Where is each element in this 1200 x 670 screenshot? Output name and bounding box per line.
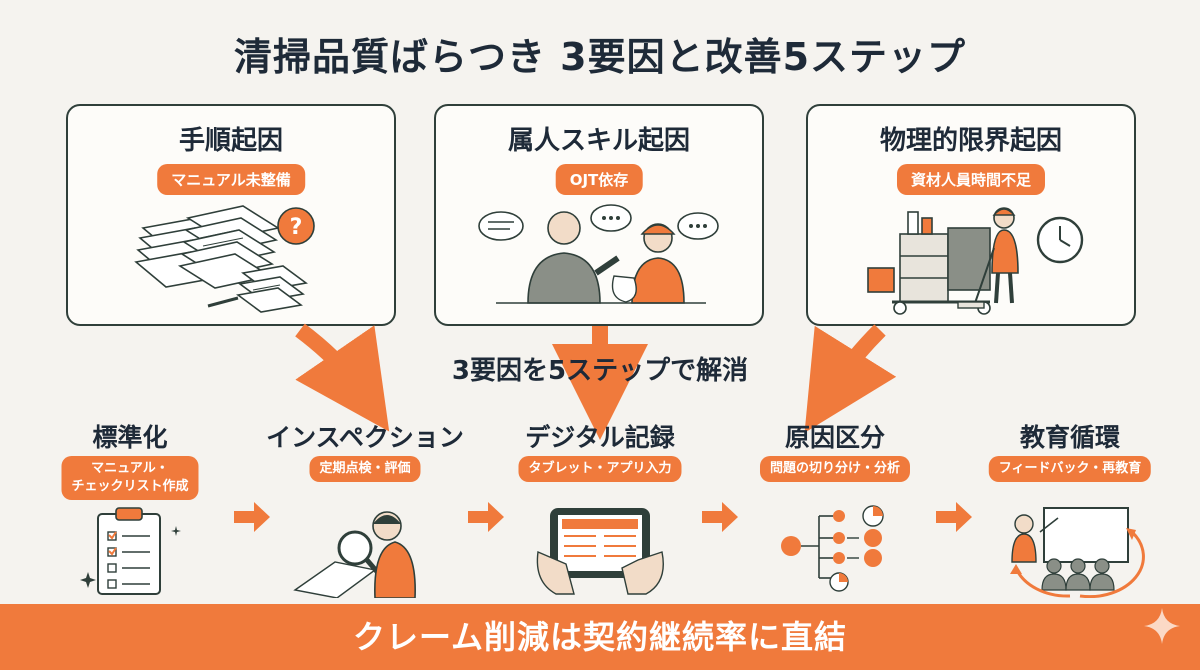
- step-tag: マニュアル・ チェックリスト作成: [61, 456, 199, 500]
- cause-tag: 資材人員時間不足: [896, 164, 1046, 195]
- analysis-tree-icon: [781, 505, 884, 592]
- flow-arrow-icon: [702, 502, 738, 532]
- footer-banner: クレーム削減は契約継続率に直結: [0, 604, 1200, 670]
- step-tag: 問題の切り分け・分析: [759, 456, 911, 482]
- clipboard-checklist-icon: [80, 507, 181, 595]
- cause-tag: OJT依存: [555, 164, 643, 195]
- step-tag: 定期点検・評価: [309, 456, 421, 482]
- step-tag: フィードバック・再教育: [988, 456, 1152, 482]
- workers-conversation-icon: [478, 204, 719, 304]
- flow-arrow-icon: [468, 502, 504, 532]
- cause-title: 手順起因: [178, 126, 283, 156]
- bridge-label: 3要因を5ステップで解消: [451, 356, 749, 386]
- step-cause-classification: 原因区分 問題の切り分け・分析: [725, 410, 945, 600]
- cleaning-cart-clock-icon: [867, 207, 1084, 315]
- svg-text:?: ?: [290, 215, 303, 240]
- step-title: デジタル記録: [525, 423, 675, 452]
- paper-stack-question-icon: ?: [134, 205, 315, 313]
- cause-title: 物理的限界起因: [879, 126, 1062, 156]
- cause-card-procedure: 手順起因 マニュアル未整備 ?: [66, 104, 396, 326]
- magnifier-inspector-icon: [293, 511, 416, 598]
- tablet-icon: [536, 508, 664, 595]
- flow-arrow-icon: [936, 502, 972, 532]
- cause-title: 属人スキル起因: [507, 126, 690, 156]
- flow-arrow-icon: [234, 502, 270, 532]
- cause-card-skill: 属人スキル起因 OJT依存: [434, 104, 764, 326]
- training-cycle-icon: [1010, 507, 1145, 598]
- step-education-cycle: 教育循環 フィードバック・再教育: [960, 410, 1180, 600]
- step-inspection: インスペクション 定期点検・評価: [255, 410, 475, 600]
- step-digital-record: デジタル記録 タブレット・アプリ入力: [490, 410, 710, 600]
- page-title: 清掃品質ばらつき 3要因と改善5ステップ: [233, 35, 967, 79]
- step-standardization: 標準化 マニュアル・ チェックリスト作成: [20, 410, 240, 600]
- step-title: 原因区分: [784, 423, 885, 452]
- step-title: 標準化: [92, 423, 168, 452]
- cause-card-physical: 物理的限界起因 資材人員時間不足: [806, 104, 1136, 326]
- step-title: インスペクション: [266, 423, 464, 452]
- sparkle-icon: [1144, 608, 1180, 644]
- cause-tag: マニュアル未整備: [157, 164, 305, 195]
- step-title: 教育循環: [1019, 423, 1120, 452]
- step-tag: タブレット・アプリ入力: [518, 456, 682, 482]
